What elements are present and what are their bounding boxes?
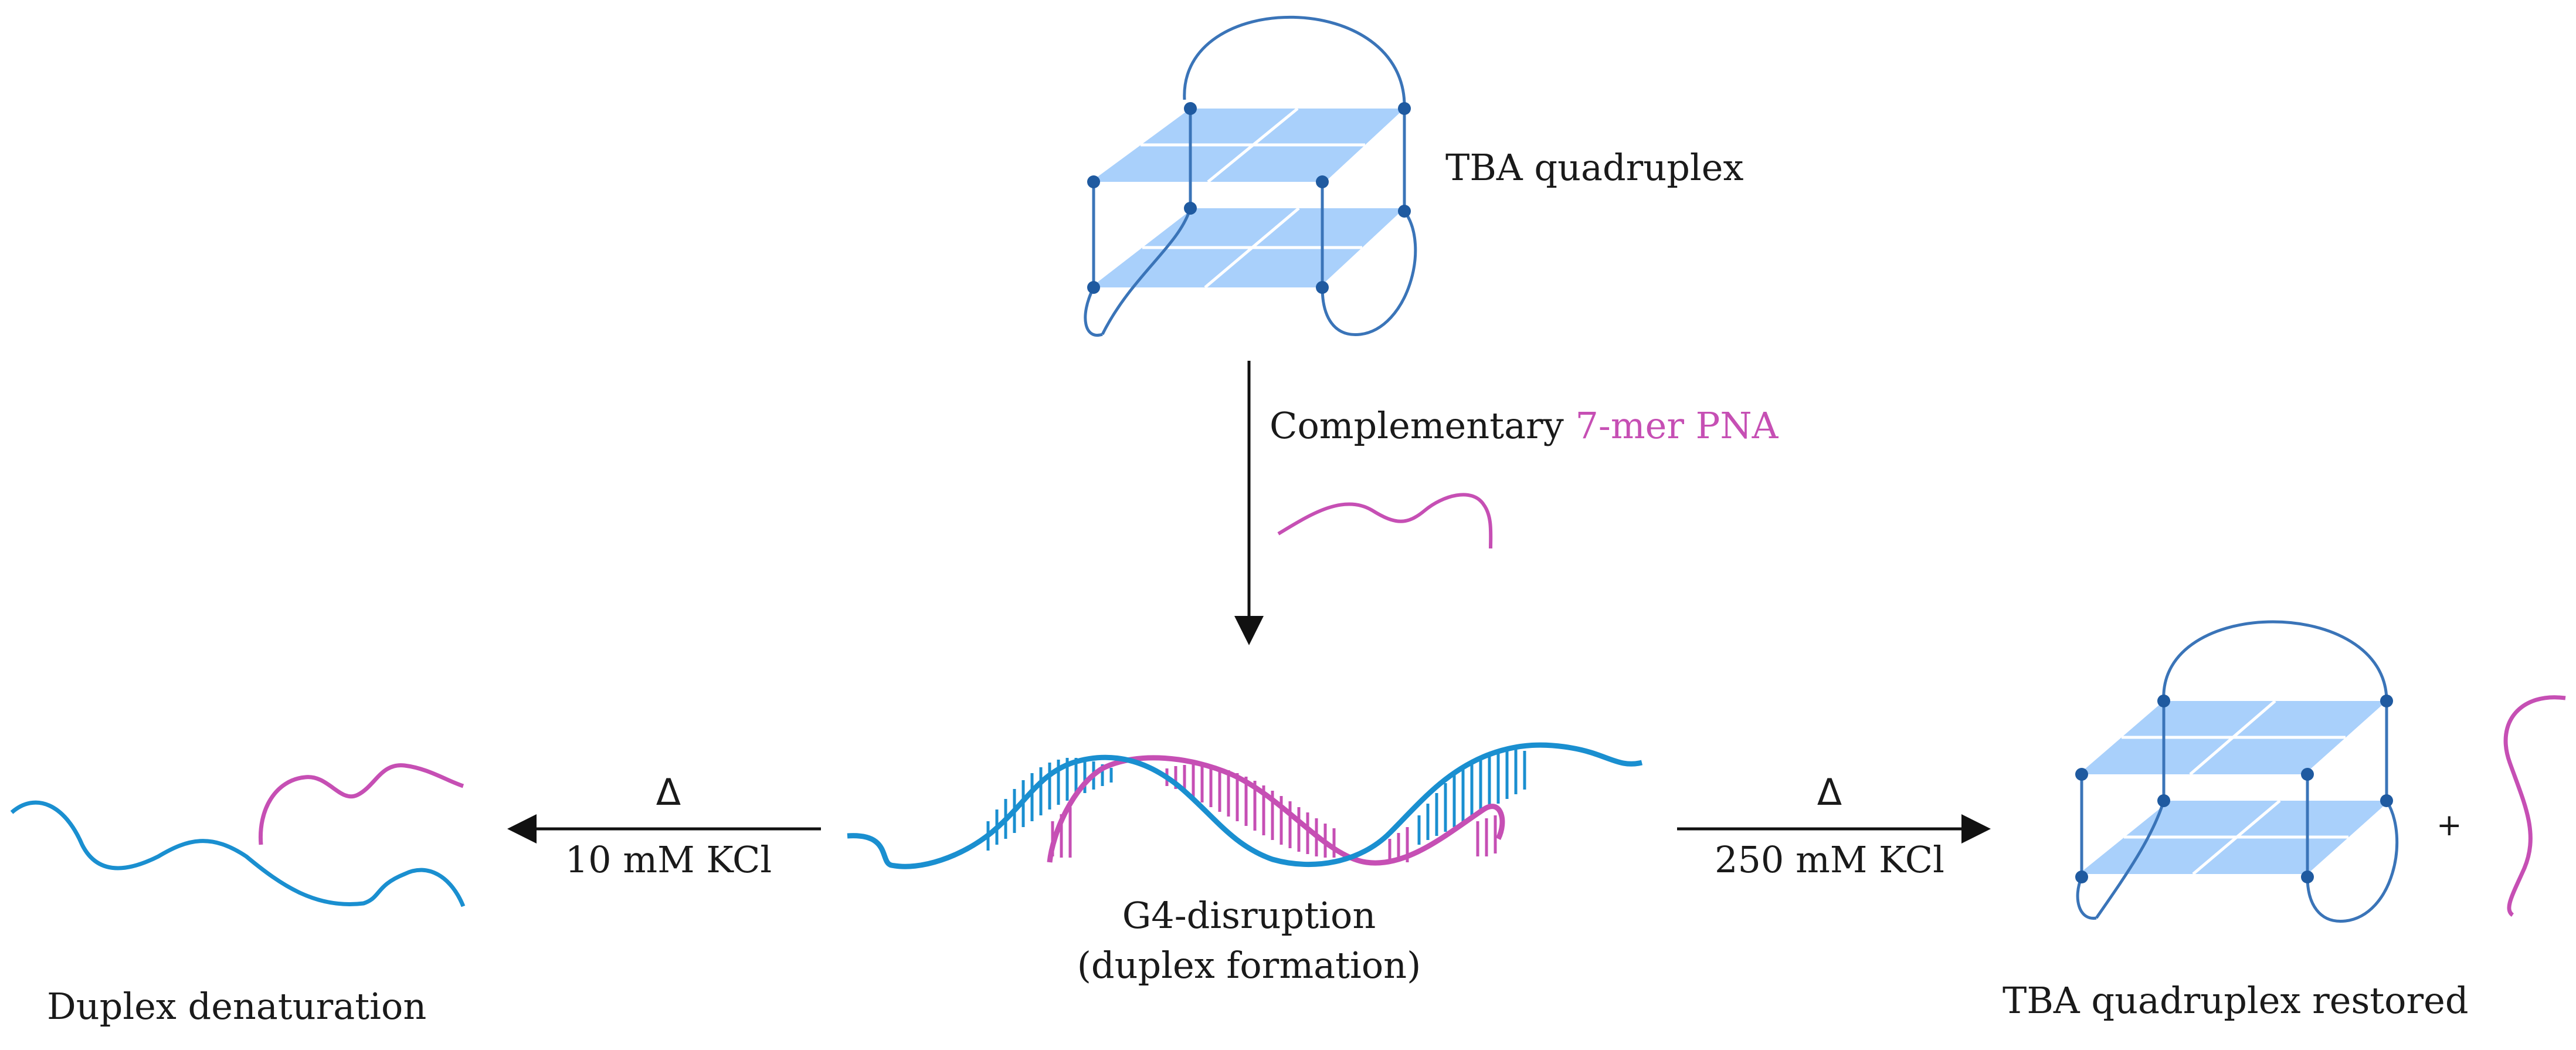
- duplex-helix: [847, 742, 1643, 869]
- label-kcl-left: 10 mM KCl: [565, 838, 772, 881]
- label-duplex-formation: (duplex formation): [1077, 944, 1421, 987]
- dna-strand-free: [10, 800, 466, 907]
- pna-strand-duplex: [1047, 755, 1505, 866]
- pna-strand-free-right: [2503, 695, 2566, 917]
- label-delta-right: Δ: [1817, 771, 1842, 814]
- label-tba-restored: TBA quadruplex restored: [2003, 979, 2469, 1022]
- label-pna: 7-mer PNA: [1575, 404, 1779, 447]
- label-complementary: Complementary: [1270, 404, 1564, 447]
- tba-quadruplex-restored: [2075, 620, 2399, 923]
- label-tba-quadruplex: TBA quadruplex: [1445, 146, 1744, 189]
- label-g4-disruption: G4-disruption: [1122, 894, 1376, 937]
- label-plus: +: [2436, 808, 2462, 843]
- tba-quadruplex-top: [1084, 15, 1417, 337]
- pna-strand-free: [1277, 493, 1493, 549]
- label-duplex-denaturation: Duplex denaturation: [47, 985, 427, 1028]
- label-kcl-right: 250 mM KCl: [1715, 838, 1944, 881]
- dna-strand-duplex: [847, 742, 1643, 869]
- pna-strand-free-left: [258, 763, 464, 845]
- label-complementary-pna: Complementary 7-mer PNA: [1270, 405, 1778, 446]
- label-delta-left: Δ: [656, 771, 681, 814]
